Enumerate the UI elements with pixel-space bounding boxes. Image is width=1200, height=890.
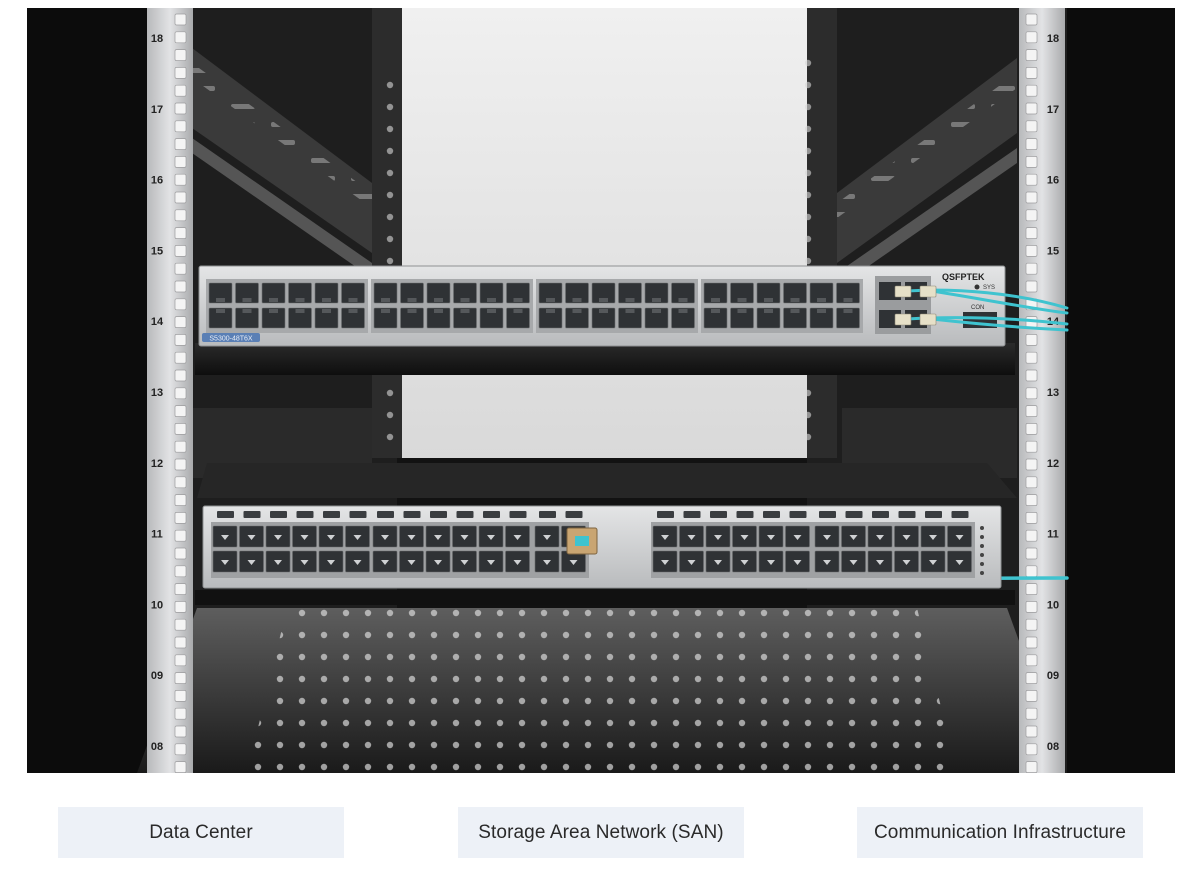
left-cabinet-door — [27, 8, 147, 773]
lower-shelf-top — [197, 463, 1017, 498]
caption-communication-infrastructure: Communication Infrastructure — [857, 807, 1143, 858]
right-rack-unit-label: 18 — [1047, 33, 1059, 45]
right-rack-unit-label: 10 — [1047, 599, 1059, 611]
sfp-switch — [202, 505, 1002, 589]
left-rack-unit-label: 16 — [151, 175, 163, 187]
right-rack-unit-label: 11 — [1047, 529, 1059, 541]
left-rack-unit-label: 18 — [151, 33, 163, 45]
caption-data-center: Data Center — [58, 807, 344, 858]
left-rack-unit-label: 13 — [151, 387, 163, 399]
left-rack-unit-label: 14 — [151, 316, 164, 328]
upper-shelf — [195, 343, 1015, 375]
right-rack-unit-label: 13 — [1047, 387, 1059, 399]
left-rack-unit-label: 15 — [151, 245, 163, 257]
left-rack-unit-label: 09 — [151, 670, 163, 682]
right-cabinet-door — [1067, 8, 1175, 773]
right-rack-unit-label: 12 — [1047, 458, 1059, 470]
left-rack-unit-label: 11 — [151, 529, 163, 541]
right-rack-unit-label: 08 — [1047, 741, 1059, 753]
brand-logo: QSFPTEK — [942, 272, 985, 282]
right-rack-unit-label: 17 — [1047, 104, 1059, 116]
rj45-switch: S5300-48T6X QSFPTEK SYS CON — [198, 265, 1006, 347]
model-label: S5300-48T6X — [209, 336, 253, 343]
con-label: CON — [971, 305, 984, 311]
right-rack-unit-label: 09 — [1047, 670, 1059, 682]
right-rack-unit-label: 15 — [1047, 245, 1059, 257]
right-rack-unit-label: 16 — [1047, 175, 1059, 187]
sys-led — [974, 284, 980, 290]
caption-storage-area-network: Storage Area Network (SAN) — [458, 807, 744, 858]
left-rack-unit-label: 08 — [151, 741, 163, 753]
model-badge — [202, 333, 260, 342]
application-captions: Data Center Storage Area Network (SAN) C… — [0, 807, 1200, 858]
left-rack-unit-label: 10 — [151, 599, 163, 611]
left-rack-unit-label: 17 — [151, 104, 163, 116]
sys-label: SYS — [983, 285, 995, 291]
left-rack-unit-label: 12 — [151, 458, 163, 470]
